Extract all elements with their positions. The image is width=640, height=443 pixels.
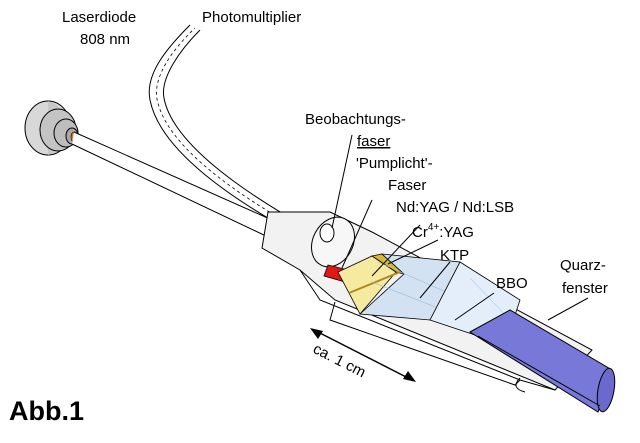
pump-fiber-tube [71,131,273,237]
observation-fiber-end [319,223,335,243]
quarz-label-line1: Quarz- [560,257,606,274]
bbo-label: BBO [496,275,528,292]
laserdiode-label-line1: Laserdiode [62,9,136,26]
pumplicht-label-line2: Faser [388,177,426,194]
quarz-label-line2: fenster [562,280,608,297]
ktp-label: KTP [440,247,469,264]
cr-yag-suffix: :YAG [439,224,474,241]
photomultiplier-fiber [148,24,327,247]
laserdiode-body [24,100,79,156]
cr-yag-label: Cr4+:YAG [412,222,474,241]
laserdiode-label-line2: 808 nm [80,31,130,48]
beobachtungsfaser-label-line1: Beobachtungs- [305,111,406,128]
cr-yag-prefix: Cr [412,224,428,241]
scale-label: ca. 1 cm [310,340,368,381]
cr-yag-superscript: 4+ [428,222,440,233]
leader-lines [331,134,589,321]
beobachtungsfaser-label-line2: faser [357,133,390,150]
photomultiplier-label: Photomultiplier [202,9,301,26]
ndyag-label: Nd:YAG / Nd:LSB [396,199,514,216]
ktp-crystal [359,253,461,321]
figure-label: Abb.1 [9,396,84,426]
scale-arrow [310,328,416,382]
pumplicht-label-line1: 'Pumplicht'- [356,155,433,172]
